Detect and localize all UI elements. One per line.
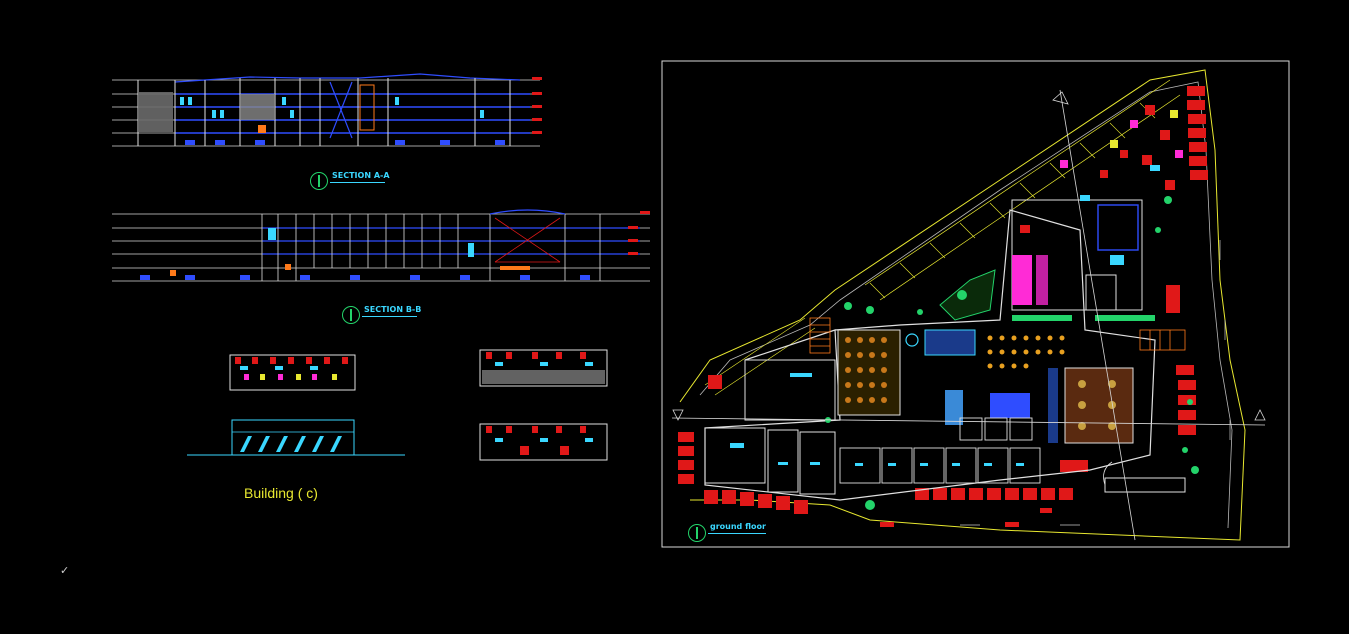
ground-floor-plan: [661, 60, 1290, 548]
ground-floor-title: ground floor: [710, 522, 766, 531]
section-a-a-title: SECTION A-A: [332, 171, 390, 180]
section-b-b-title: SECTION B-B: [364, 305, 422, 314]
ucs-cursor-icon: ✓: [60, 564, 70, 577]
building-c-label: Building ( c): [244, 485, 318, 501]
section-a-a-drawing: [112, 73, 542, 147]
building-c-plan-3: [479, 423, 608, 461]
building-c-plan-1: [229, 354, 356, 391]
section-b-b-badge-icon: [342, 306, 360, 324]
section-a-a-underline: [330, 182, 385, 183]
section-b-b-drawing: [112, 209, 650, 282]
section-a-a-badge-icon: [310, 172, 328, 190]
ground-floor-underline: [708, 533, 766, 534]
building-c-elevation: [187, 419, 405, 456]
ground-floor-badge-icon: [688, 524, 706, 542]
building-c-plan-2: [479, 349, 608, 387]
section-b-b-underline: [362, 316, 417, 317]
